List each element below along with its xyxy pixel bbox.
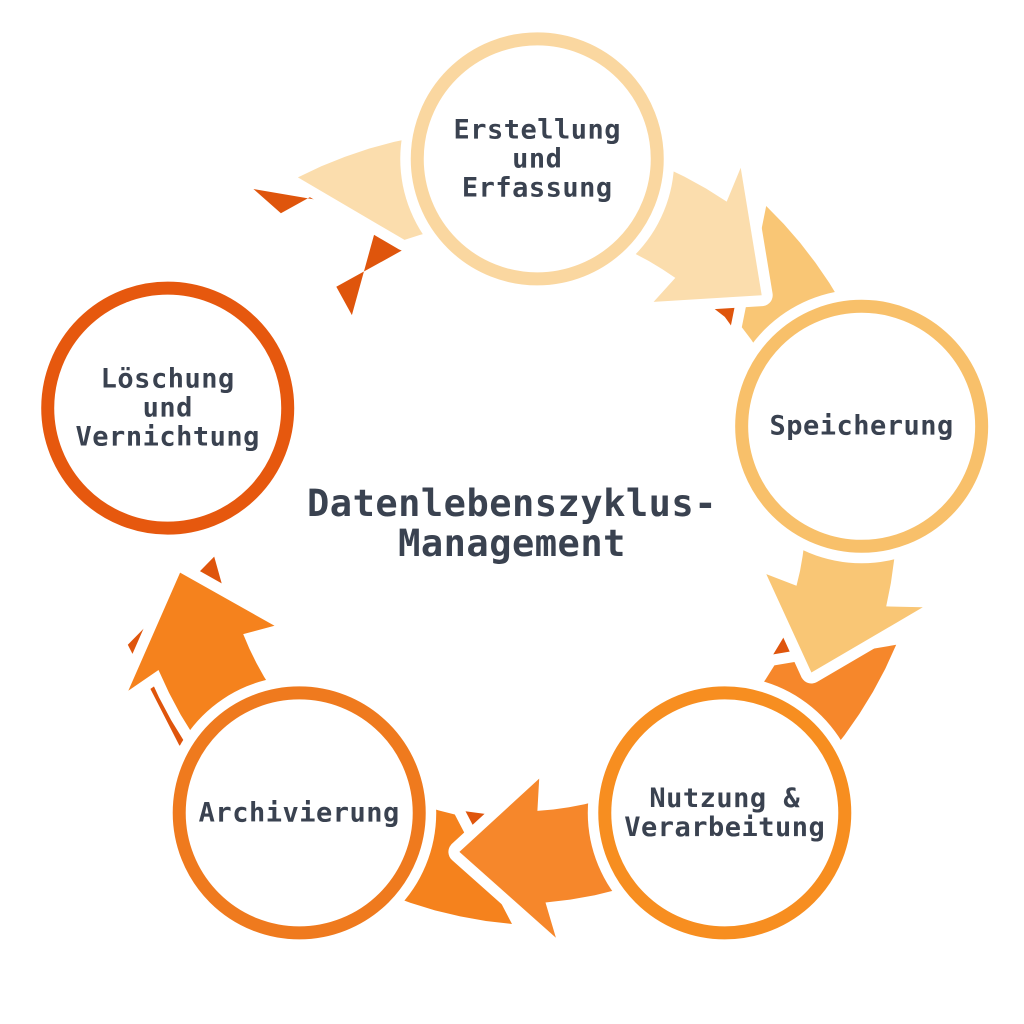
node-circle-erstellung-und-erfassung [410,32,664,286]
node-label-loeschung-und-vernichtung: Löschung und Vernichtung [75,363,260,453]
node-circle-loeschung-und-vernichtung [41,281,295,535]
node-circle-speicherung [735,299,989,553]
node-label-nutzung-und-verarbeitung: Nutzung & Verarbeitung [624,782,826,843]
node-circle-archivierung [172,686,426,940]
node-label-archivierung: Archivierung [198,797,400,829]
node-label-speicherung: Speicherung [769,410,954,442]
node-circle-nutzung-und-verarbeitung [598,686,852,940]
node-label-erstellung-und-erfassung: Erstellung und Erfassung [453,114,622,204]
diagram-title: Datenlebenszyklus- Management [307,482,717,565]
